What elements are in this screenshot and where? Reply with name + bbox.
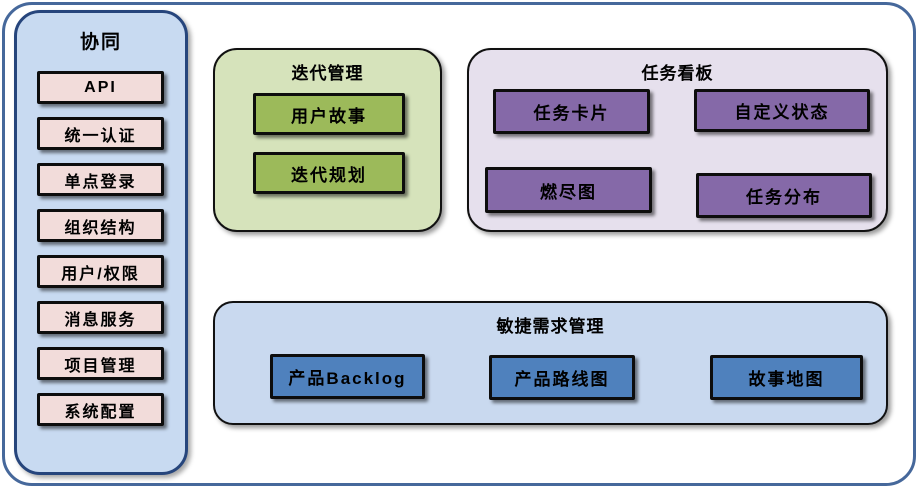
feature-burndown-chart: 燃尽图 — [485, 167, 652, 213]
section-iteration-management: 迭代管理 用户故事 迭代规划 — [213, 48, 442, 232]
sidebar-item-users-permissions: 用户/权限 — [37, 255, 164, 288]
sidebar-item-system-config: 系统配置 — [37, 393, 164, 426]
section-agile-requirements: 敏捷需求管理 产品Backlog 产品路线图 故事地图 — [213, 301, 888, 425]
feature-task-distribution: 任务分布 — [696, 173, 872, 218]
sidebar-item-org-structure: 组织结构 — [37, 209, 164, 242]
sidebar-item-message-service: 消息服务 — [37, 301, 164, 334]
feature-task-cards: 任务卡片 — [493, 89, 650, 134]
sidebar-collaboration: 协同 API 统一认证 单点登录 组织结构 用户/权限 消息服务 项目管理 系统… — [14, 10, 188, 475]
section-title-iteration: 迭代管理 — [291, 64, 364, 83]
section-task-kanban: 任务看板 任务卡片 自定义状态 燃尽图 任务分布 — [467, 48, 888, 232]
sidebar-item-unified-auth: 统一认证 — [37, 117, 164, 150]
section-title-kanban: 任务看板 — [641, 64, 714, 83]
sidebar-item-project-management: 项目管理 — [37, 347, 164, 380]
sidebar-title: 协同 — [79, 32, 122, 53]
section-title-agile: 敏捷需求管理 — [496, 317, 605, 336]
feature-story-map: 故事地图 — [710, 355, 863, 400]
feature-custom-states: 自定义状态 — [694, 89, 870, 132]
sidebar-item-api: API — [37, 71, 164, 104]
feature-user-stories: 用户故事 — [253, 93, 405, 135]
feature-product-backlog: 产品Backlog — [270, 354, 425, 399]
feature-iteration-planning: 迭代规划 — [253, 152, 405, 194]
feature-product-roadmap: 产品路线图 — [489, 355, 635, 400]
sidebar-item-sso: 单点登录 — [37, 163, 164, 196]
